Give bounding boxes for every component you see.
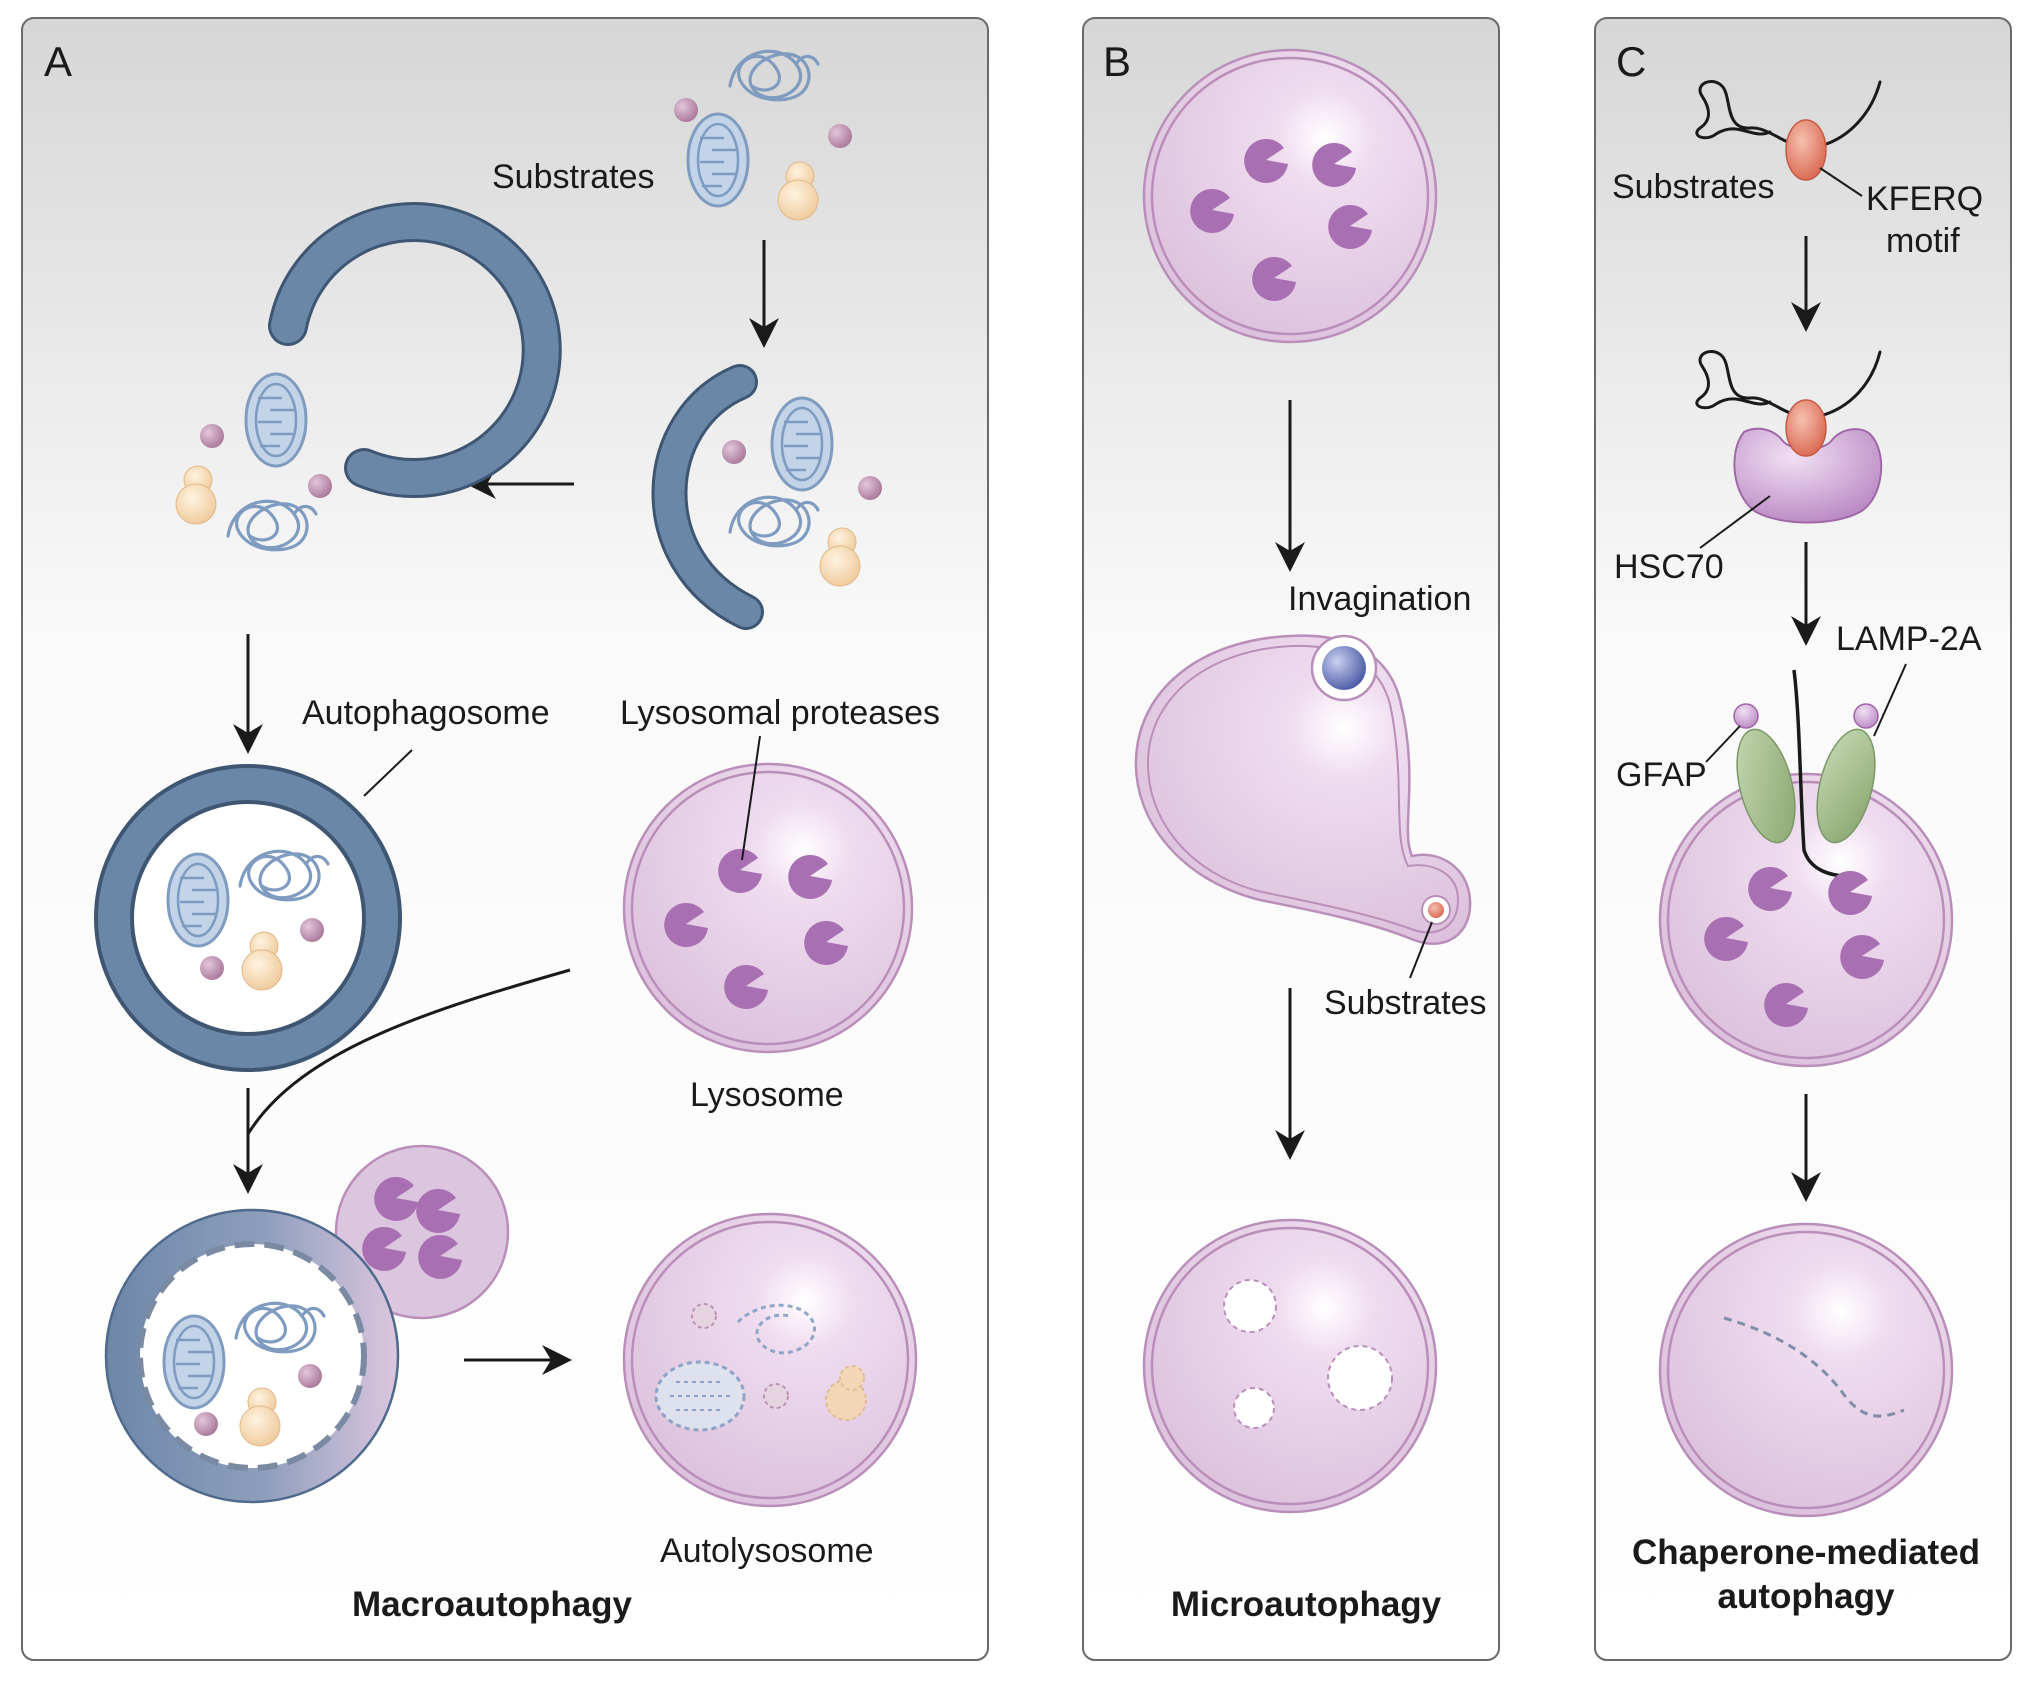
label-substrates-b: Substrates [1324, 984, 1487, 1022]
leader-hsc70 [1699, 495, 1771, 549]
panel-c-letter: C [1616, 38, 1646, 85]
label-lysosome: Lysosome [690, 1076, 844, 1114]
autolysosome [622, 1212, 918, 1508]
lysosome-c-end [1658, 1222, 1954, 1518]
lysosome-a [622, 762, 914, 1054]
label-autophagosome: Autophagosome [302, 694, 550, 732]
phagophore-closing [175, 202, 562, 552]
leader-lysosomal-proteases [741, 735, 761, 861]
label-substrates-a: Substrates [492, 158, 655, 196]
label-lysosomal-proteases: Lysosomal proteases [620, 694, 940, 732]
label-lamp2a: LAMP-2A [1836, 620, 1982, 658]
panel-c-title-line2: autophagy [1718, 1577, 1895, 1616]
label-gfap: GFAP [1616, 756, 1707, 794]
cma-substrate [1695, 80, 1882, 181]
leader-autophagosome [363, 749, 413, 797]
panel-a-letter: A [44, 38, 72, 85]
leader-kferq [1819, 167, 1863, 197]
invaginating-lysosome [1134, 634, 1472, 945]
label-hsc70: HSC70 [1614, 548, 1724, 586]
phagophore-forming [651, 364, 882, 630]
lysosome-b-start [1142, 48, 1438, 344]
label-autolysosome: Autolysosome [660, 1532, 874, 1570]
panel-a-title: Macroautophagy [352, 1585, 633, 1624]
autophagosome [94, 764, 402, 1072]
lysosome-b-end [1142, 1218, 1438, 1514]
label-invagination: Invagination [1288, 580, 1471, 618]
leader-gfap [1705, 725, 1741, 763]
hsc70-bound-substrate [1695, 350, 1883, 524]
label-kferq-line1: KFERQ [1866, 180, 1983, 218]
panel-b-title: Microautophagy [1171, 1585, 1442, 1624]
panel-b-letter: B [1103, 38, 1131, 85]
label-substrates-c: Substrates [1612, 168, 1775, 206]
leader-lamp2a [1873, 663, 1907, 737]
label-kferq-line2: motif [1886, 222, 1960, 260]
panel-c-title-line1: Chaperone-mediated [1632, 1533, 1980, 1572]
arrow-lysosome-to-fusion [246, 968, 571, 1135]
lysosome-c-translocation [1658, 669, 1954, 1068]
leader-substrates-b [1409, 921, 1433, 979]
fusing-autophagosome [104, 1144, 510, 1504]
